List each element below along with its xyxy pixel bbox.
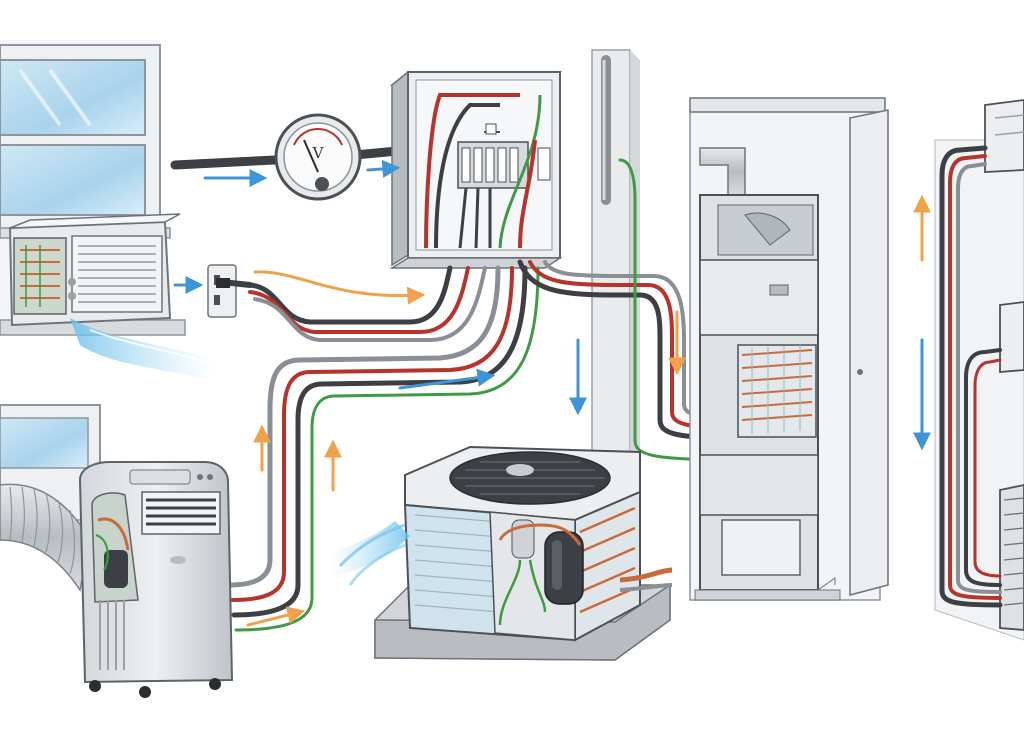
- mini-split-outdoor: [999, 484, 1024, 631]
- electrical-panel: [389, 70, 563, 269]
- condenser-unit: [374, 445, 673, 661]
- closet-door-knob-icon: [857, 369, 863, 375]
- arrow-blue-2: [366, 159, 401, 178]
- mini-split-indoor-lower: [999, 301, 1024, 373]
- portable-ac-wheel-icon: [89, 680, 101, 692]
- portable-ac-button-icon: [197, 474, 203, 480]
- mini-split-indoor-upper: [984, 99, 1024, 173]
- portable-ac-display: [129, 469, 191, 485]
- window-ac-knob-icon: [68, 278, 76, 286]
- air-stream-condenser: [330, 521, 410, 586]
- arrow-orange-4: [246, 606, 306, 627]
- conduit-pillar: [601, 55, 611, 205]
- arrow-orange-1: [253, 270, 426, 305]
- wire-bundle-panel-to-portable: [227, 265, 540, 632]
- window-ac-grille: [71, 235, 163, 313]
- cool-air-stream-window-ac: [70, 318, 215, 380]
- voltmeter: V: [170, 113, 417, 201]
- window-top-left: [0, 44, 186, 336]
- wire-bundle-outlet-to-panel: [247, 265, 487, 342]
- exhaust-hose: [0, 483, 91, 592]
- furnace-unit: [694, 147, 841, 601]
- arrow-blue-4: [398, 368, 496, 390]
- wall-outlet: [207, 264, 253, 318]
- wire-bundle-right-wall: [939, 145, 1003, 608]
- flow-arrows: [173, 159, 931, 627]
- portable-ac-unit: [78, 461, 234, 698]
- voltmeter-dial-letter: V: [312, 144, 325, 162]
- breaker-row: [457, 141, 551, 189]
- window-ac-unit: [8, 213, 181, 327]
